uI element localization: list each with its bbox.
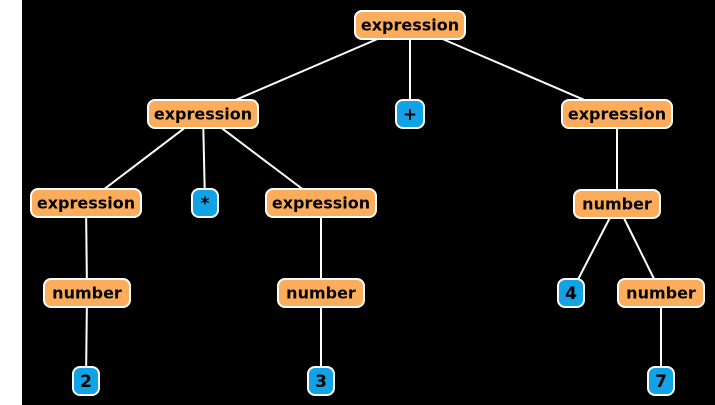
node-label-number-a: number — [52, 284, 122, 303]
node-left-expr: expression — [147, 99, 259, 129]
node-box-digit-7 — [647, 366, 675, 396]
node-label-number-b: number — [286, 284, 356, 303]
node-box-right-expr — [561, 99, 673, 129]
node-box-number-b — [277, 278, 365, 308]
node-label-number-c: number — [626, 284, 696, 303]
node-box-right-number — [573, 189, 661, 219]
node-layer: expression expression + expression expressio… — [30, 10, 705, 396]
node-label-digit-4: 4 — [565, 284, 577, 304]
node-box-root — [354, 10, 466, 40]
node-label-digit-3: 3 — [315, 372, 327, 392]
node-label-root: expression — [361, 16, 459, 35]
node-box-left-expr — [147, 99, 259, 129]
node-box-digit-3 — [307, 366, 335, 396]
node-box-digit-2 — [72, 366, 100, 396]
node-label-right-expr: expression — [568, 105, 666, 124]
node-label-left-expr: expression — [154, 105, 252, 124]
node-box-number-c — [617, 278, 705, 308]
node-label-left-right-expr: expression — [272, 194, 370, 213]
node-box-plus — [395, 99, 425, 129]
node-digit-4: 4 — [557, 278, 585, 308]
node-label-right-number: number — [582, 195, 652, 214]
node-plus: + — [395, 99, 425, 129]
node-label-digit-2: 2 — [80, 372, 92, 392]
node-box-digit-4 — [557, 278, 585, 308]
node-digit-3: 3 — [307, 366, 335, 396]
node-box-number-a — [43, 278, 131, 308]
node-root: expression — [354, 10, 466, 40]
node-box-times — [191, 188, 219, 218]
node-label-digit-7: 7 — [655, 372, 667, 392]
node-label-plus: + — [403, 105, 417, 125]
node-number-a: number — [43, 278, 131, 308]
node-left-left-expr: expression — [30, 188, 142, 218]
node-times: * — [191, 188, 219, 218]
node-label-times: * — [201, 194, 210, 214]
node-right-number: number — [573, 189, 661, 219]
node-box-left-right-expr — [265, 188, 377, 218]
node-number-b: number — [277, 278, 365, 308]
node-right-expr: expression — [561, 99, 673, 129]
node-digit-7: 7 — [647, 366, 675, 396]
node-number-c: number — [617, 278, 705, 308]
node-left-right-expr: expression — [265, 188, 377, 218]
node-box-left-left-expr — [30, 188, 142, 218]
node-digit-2: 2 — [72, 366, 100, 396]
node-label-left-left-expr: expression — [37, 194, 135, 213]
